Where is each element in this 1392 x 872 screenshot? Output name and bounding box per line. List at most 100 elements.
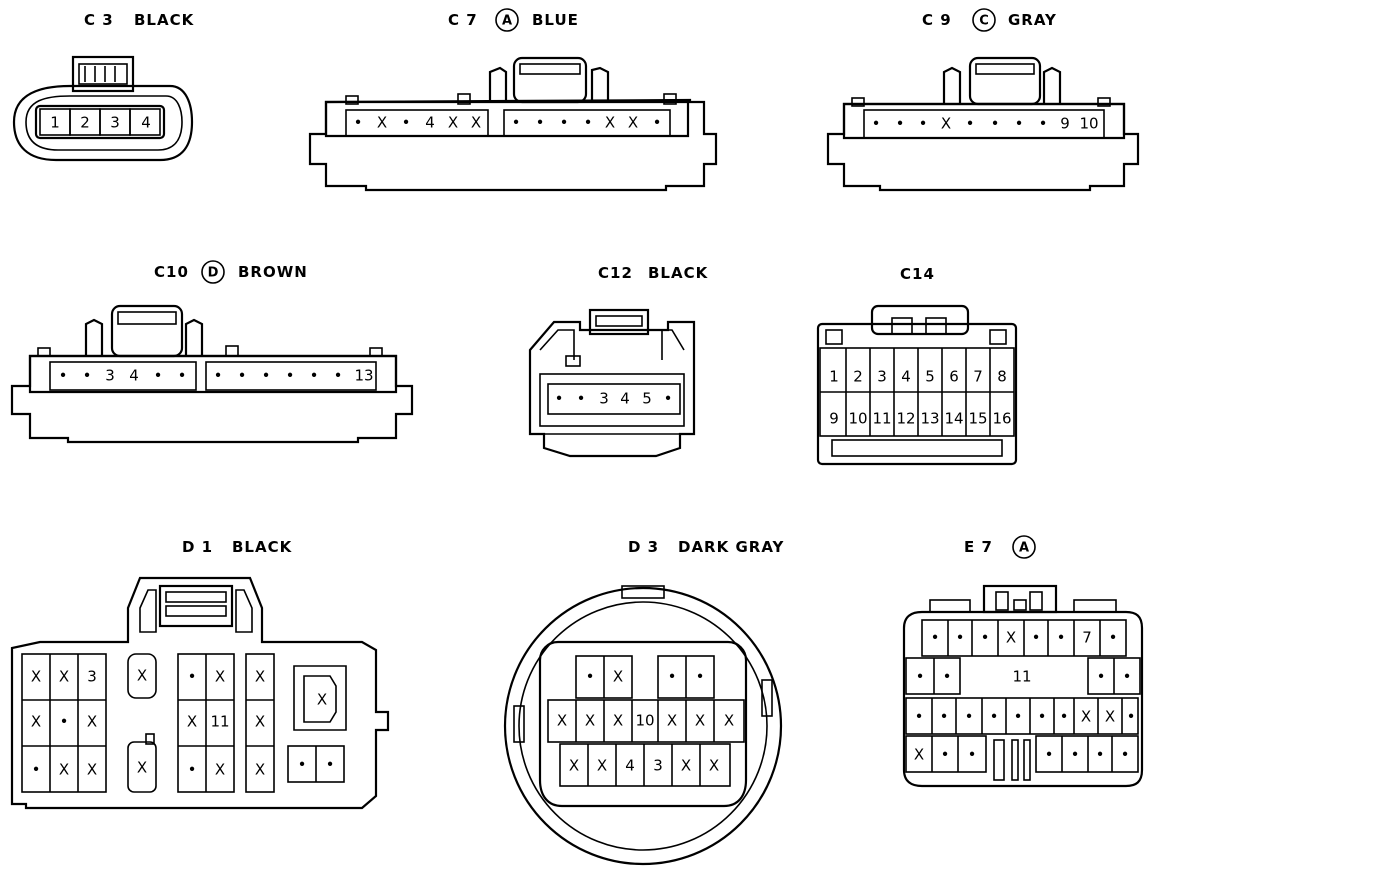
c14-pin: 13 — [920, 410, 939, 428]
e7-pin: X — [914, 746, 924, 764]
d1-pin: • — [188, 761, 197, 779]
e7-pin: X — [1006, 629, 1016, 647]
c14-pin: 2 — [853, 368, 863, 386]
d1-pin: X — [215, 668, 225, 686]
connector-c9: C 9 C GRAY • • • X • • • • 9 10 — [826, 8, 1140, 192]
d1-pin: • — [298, 756, 307, 774]
d3-pin: X — [681, 757, 691, 775]
d1-pin: X — [59, 761, 69, 779]
e7-pin: • — [1071, 746, 1080, 764]
c7-pin: X — [471, 114, 481, 132]
e7-pin: • — [1045, 746, 1054, 764]
c7-letter-badge — [495, 8, 519, 32]
c7-color: BLUE — [532, 11, 579, 29]
d1-block-a: X X 3 X • X • X X — [31, 668, 97, 779]
d3-top-right: • • — [668, 668, 705, 686]
d3-pin: X — [585, 712, 595, 730]
c14-row1: 1 2 3 4 5 6 7 8 — [829, 368, 1007, 386]
c3-code: C 3 — [84, 11, 114, 29]
e7-pin: • — [941, 746, 950, 764]
c14-pin: 10 — [848, 410, 867, 428]
c3-pin: 4 — [141, 114, 151, 132]
c7-pins-left: • X • 4 X X — [354, 114, 482, 132]
e7-pin: • — [931, 629, 940, 647]
d3-middle: X X X 10 X X X — [557, 712, 734, 730]
c10-pin: • — [178, 367, 187, 385]
c10-pin: 13 — [354, 367, 373, 385]
e7-pin: • — [1121, 746, 1130, 764]
c10-pin: • — [286, 367, 295, 385]
c10-pin: • — [83, 367, 92, 385]
c7-code: C 7 — [448, 11, 478, 29]
c9-pin: • — [1039, 115, 1048, 133]
e7-letter-badge — [1012, 535, 1036, 559]
c14-pin: 6 — [949, 368, 959, 386]
d3-color: DARK GRAY — [678, 538, 784, 556]
d1-pin: X — [87, 761, 97, 779]
c10-pin: • — [59, 367, 68, 385]
c14-pin: 8 — [997, 368, 1007, 386]
c7-pin: X — [377, 114, 387, 132]
c9-pins: • • • X • • • • 9 10 — [872, 115, 1099, 133]
e7-pin: • — [1057, 629, 1066, 647]
e7-row2: • • 11 • • — [916, 668, 1132, 686]
c9-pin: X — [941, 115, 951, 133]
c9-pin: 9 — [1060, 115, 1070, 133]
e7-pin: • — [1096, 746, 1105, 764]
e7-pin: • — [990, 708, 999, 726]
c3-pin: 3 — [110, 114, 120, 132]
d3-pin: X — [667, 712, 677, 730]
d1-pin: • — [60, 713, 69, 731]
d3-bottom: X X 4 3 X X — [569, 757, 719, 775]
d3-pin: X — [597, 757, 607, 775]
c3-pin: 1 — [50, 114, 60, 132]
e7-pin: • — [1127, 708, 1136, 726]
d1-pin: X — [87, 713, 97, 731]
c9-code: C 9 — [922, 11, 952, 29]
c10-pin: • — [334, 367, 343, 385]
e7-row1: • • • X • • 7 • — [931, 629, 1118, 647]
e7-row3: • • • • • • • X X • — [915, 708, 1136, 726]
e7-code: E 7 — [964, 538, 993, 556]
c14-pin: 7 — [973, 368, 983, 386]
e7-pin: • — [1060, 708, 1069, 726]
connector-e7: E 7 A • • • X • • 7 • • • — [902, 535, 1144, 788]
d1-pin: X — [31, 713, 41, 731]
d3-pin: 3 — [653, 757, 663, 775]
d3-pin: • — [696, 668, 705, 686]
c10-pins-left: • • 3 4 • • — [59, 367, 187, 385]
c10-letter: D — [208, 266, 219, 281]
c9-color: GRAY — [1008, 11, 1057, 29]
c10-color: BROWN — [238, 263, 308, 281]
c9-pin: • — [919, 115, 928, 133]
c12-pins: • • 3 4 5 • — [555, 390, 673, 408]
c9-pin: • — [991, 115, 1000, 133]
c12-color: BLACK — [648, 264, 709, 282]
connector-c3: C 3 BLACK 1 2 3 4 — [12, 11, 194, 162]
d1-block-b: X X — [137, 667, 147, 777]
c7-pin: 4 — [425, 114, 435, 132]
c14-pin: 3 — [877, 368, 887, 386]
e7-pin: X — [1105, 708, 1115, 726]
c10-pin: 4 — [129, 367, 139, 385]
c9-pin: • — [896, 115, 905, 133]
d1-pin: X — [31, 668, 41, 686]
d3-pin: • — [668, 668, 677, 686]
connector-d1: D 1 BLACK X X 3 X • X • X X X X — [10, 538, 390, 810]
c12-pin: 4 — [620, 390, 630, 408]
e7-letter: A — [1019, 541, 1029, 556]
e7-pin: • — [956, 629, 965, 647]
d1-pin: X — [137, 667, 147, 685]
d3-pin: 10 — [635, 712, 654, 730]
d1-block-f: • • — [298, 756, 335, 774]
d1-pin: X — [317, 691, 327, 709]
c14-pin: 4 — [901, 368, 911, 386]
d1-block-d: X X X — [255, 668, 265, 779]
e7-row4: X • • • • • • — [914, 746, 1130, 764]
c7-pin: • — [536, 114, 545, 132]
d3-pin: X — [695, 712, 705, 730]
c14-pin: 11 — [872, 410, 891, 428]
d3-pin: X — [569, 757, 579, 775]
d1-block-c: • X X 11 • X — [187, 668, 230, 779]
